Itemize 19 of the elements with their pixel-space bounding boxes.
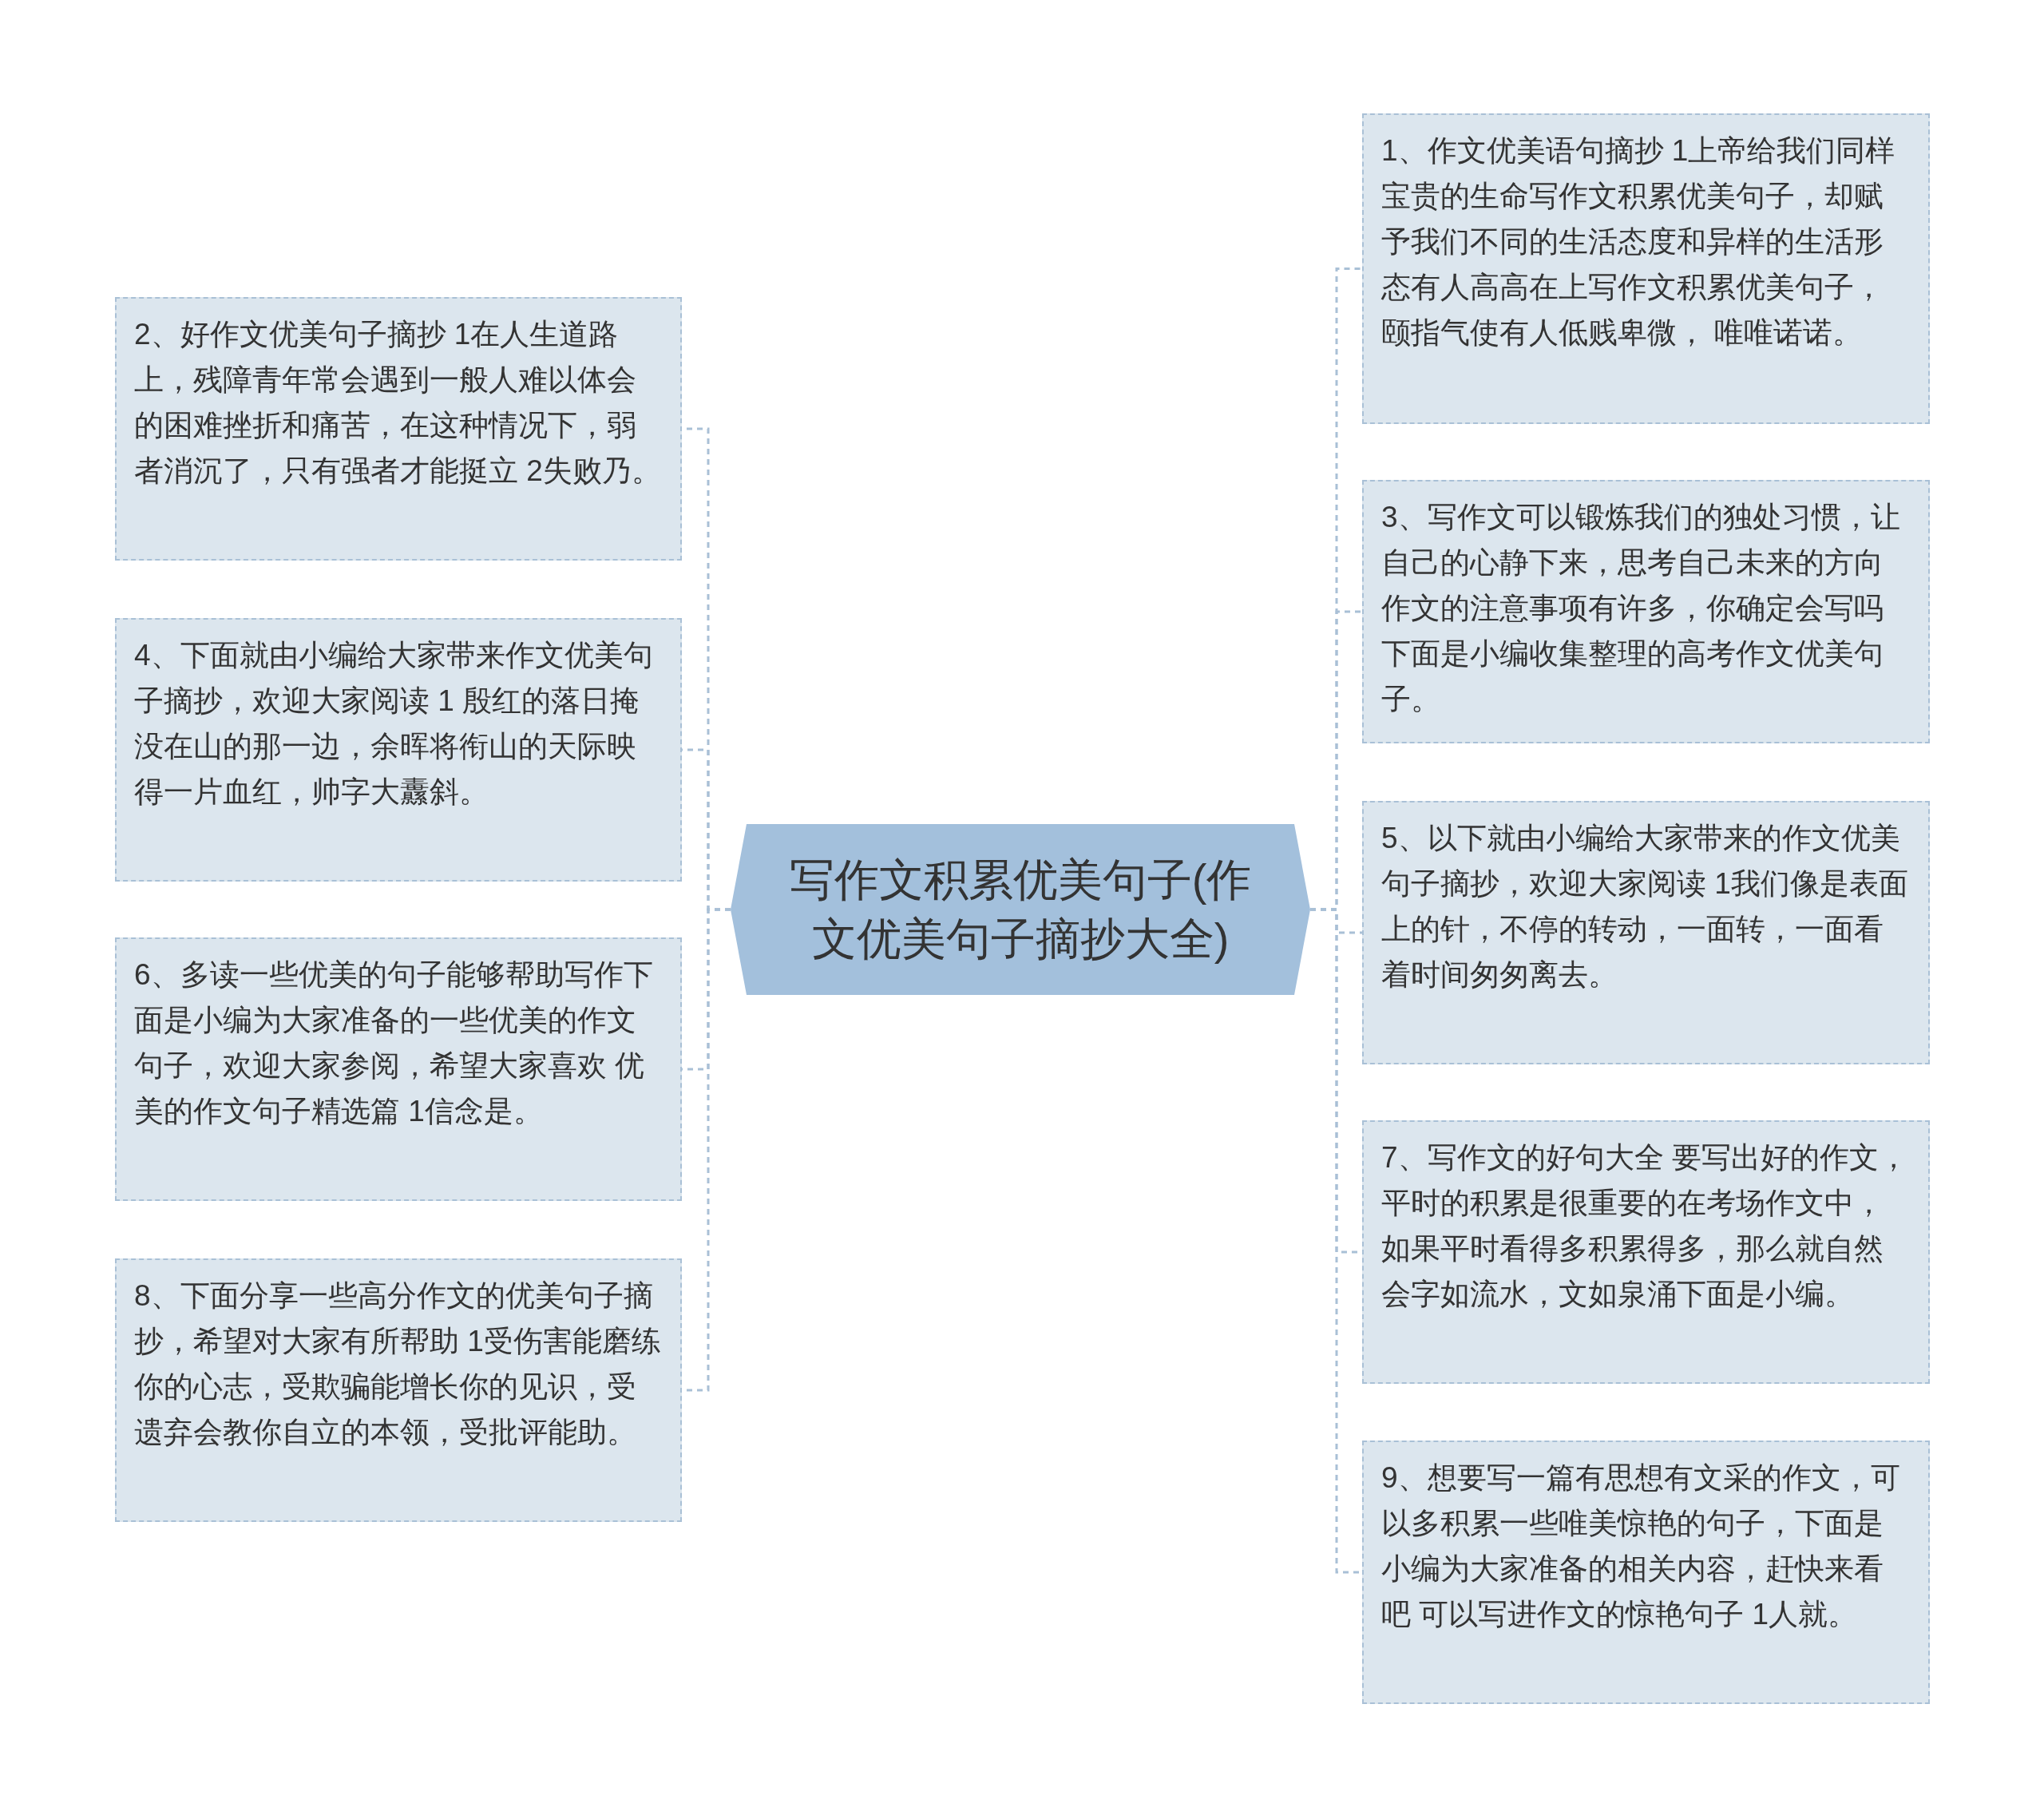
topic-text: 写作文积累优美句子(作文优美句子摘抄大全): [788, 854, 1253, 965]
note-text: 9、想要写一篇有思想有文采的作文，可以多积累一些唯美惊艳的句子，下面是小编为大家准备的相关内容，赶快来看吧 可以写进作文的惊艳句子 1人就。: [1381, 1460, 1901, 1632]
note-text: 7、写作文的好句大全 要写出好的作文，平时的积累是很重要的在考场作文中，如果平时看得多积累得多，那么就自然会字如流水，文如泉涌下面是小编。: [1381, 1140, 1909, 1312]
note-box: [1362, 113, 1930, 424]
note-text: 4、下面就由小编给大家带来作文优美句子摘抄，欢迎大家阅读 1 殷红的落日掩没在山的那一边，余晖将衔山的天际映得一片血红，帅字大纛斜。: [134, 638, 654, 810]
note-text: 8、下面分享一些高分作文的优美句子摘抄，希望对大家有所帮助 1受伤害能磨练你的心志，受欺骗能增长你的见识，受遗弃会教你自立的本领，受批评能助。: [134, 1278, 662, 1450]
note-text: 5、以下就由小编给大家带来的作文优美句子摘抄，欢迎大家阅读 1我们像是表面上的针，不停的转动，一面转，一面看着时间匆匆离去。: [1381, 821, 1909, 993]
note-box: [1362, 1441, 1930, 1704]
note-text: 6、多读一些优美的句子能够帮助写作下面是小编为大家准备的一些优美的作文句子，欢迎大家参阅，希望大家喜欢 优美的作文句子精选篇 1信念是。: [134, 957, 654, 1129]
note-text: 1、作文优美语句摘抄 1上帝给我们同样宝贵的生命写作文积累优美句子，却赋予我们不同的生活态度和异样的生活形态有人高高在上写作文积累优美句子，颐指气使有人低贱卑微， 唯唯诺诺。: [1381, 133, 1896, 351]
note-box: [1362, 801, 1930, 1064]
note-text: 3、写作文可以锻炼我们的独处习惯，让自己的心静下来，思考自己未来的方向作文的注意事项有许多，你确定会写吗下面是小编收集整理的高考作文优美句子。: [1381, 500, 1901, 717]
note-box: [115, 937, 682, 1201]
note-box: [115, 297, 682, 561]
note-box: [1362, 480, 1930, 743]
note-box: [115, 618, 682, 882]
note-box: [115, 1258, 682, 1522]
note-box: [1362, 1120, 1930, 1384]
note-text: 2、好作文优美句子摘抄 1在人生道路上，残障青年常会遇到一般人难以体会的困难挫折和痛苦，在这种情况下，弱者消沉了，只有强者才能挺立 2失败乃。: [134, 317, 662, 489]
